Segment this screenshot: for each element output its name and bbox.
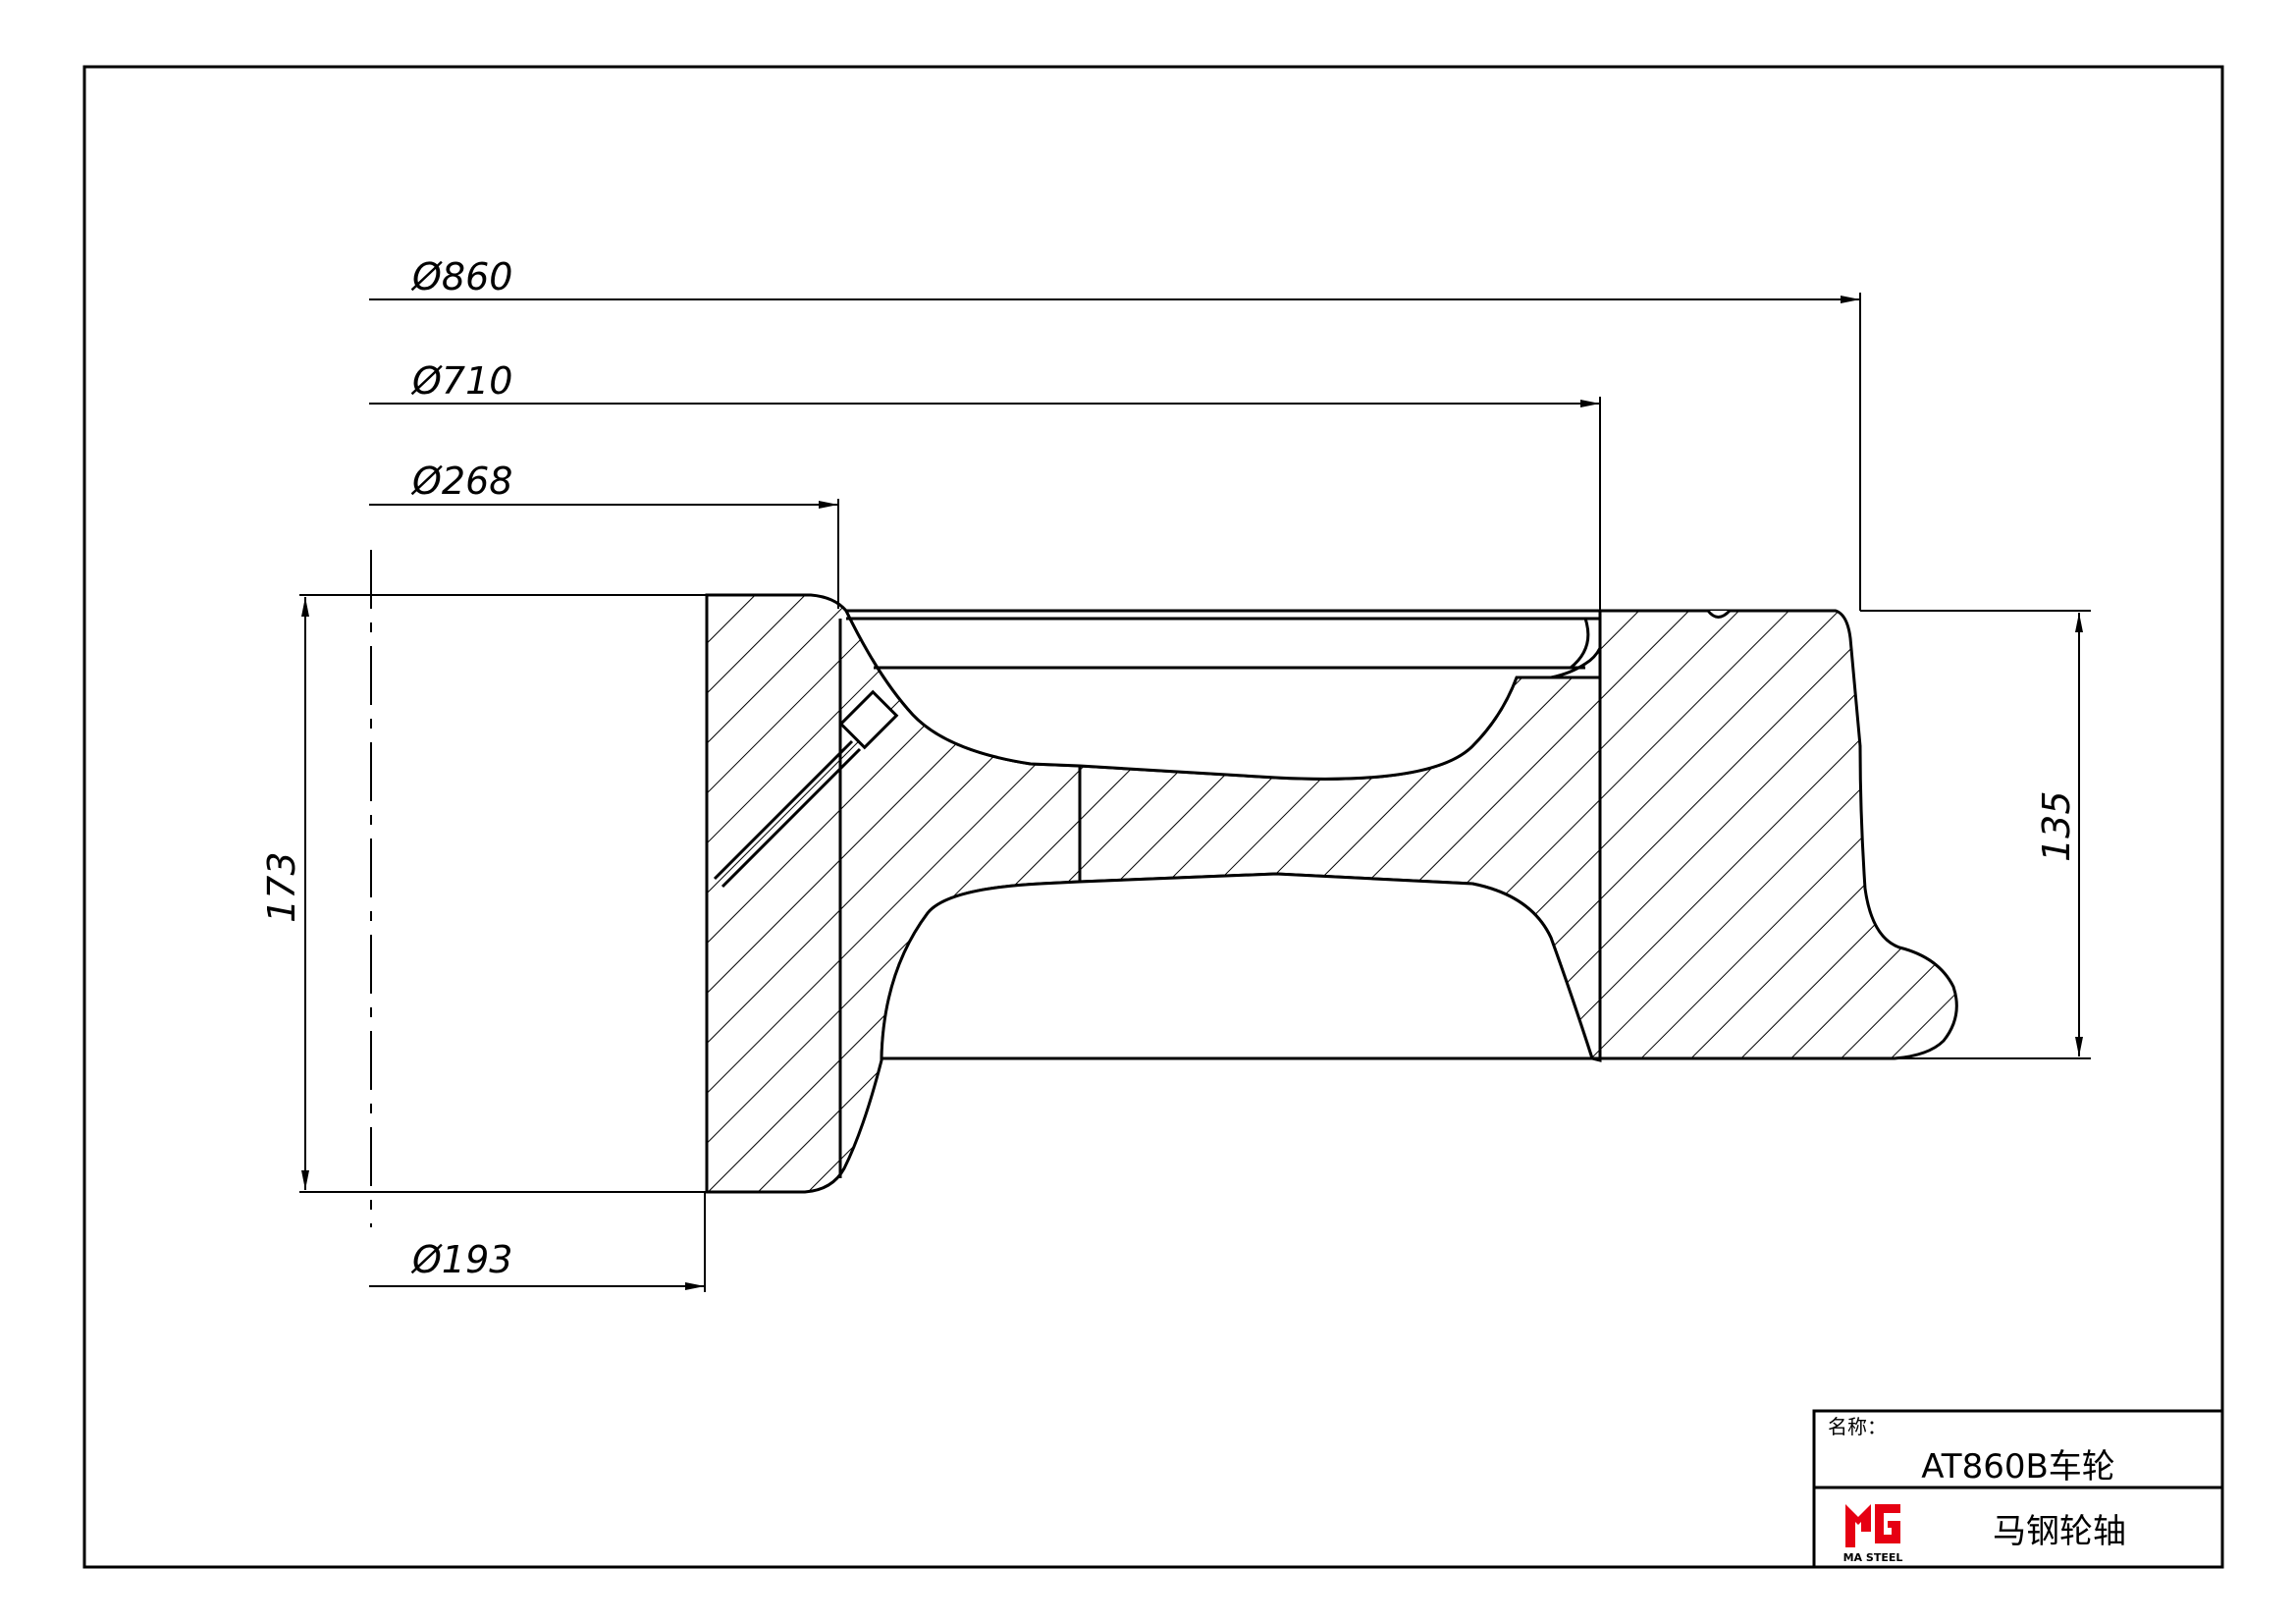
dim-d860: Ø860 xyxy=(410,255,512,298)
extension-lines xyxy=(299,293,2091,1292)
dim-d710: Ø710 xyxy=(410,359,512,403)
dim-h135: 135 xyxy=(2035,790,2078,862)
drawing-border xyxy=(82,65,2224,1569)
ma-steel-logo: MA STEEL xyxy=(1843,1504,1903,1564)
title-block xyxy=(1812,1409,2224,1569)
company-name: 马钢轮轴 xyxy=(1993,1512,2126,1551)
title-name-value: AT860B车轮 xyxy=(1921,1447,2115,1487)
wheel-section xyxy=(705,593,1958,1194)
dimension-lines xyxy=(301,296,2083,1290)
title-name-label: 名称： xyxy=(1828,1415,1887,1438)
upper-groove xyxy=(843,609,1602,781)
dim-d268: Ø268 xyxy=(410,460,512,503)
dim-d193: Ø193 xyxy=(410,1238,512,1281)
dim-h173: 173 xyxy=(260,851,303,923)
oil-plug xyxy=(713,689,899,889)
lower-pocket xyxy=(880,872,1595,1060)
rim-section xyxy=(1598,609,1958,1060)
logo-text: MA STEEL xyxy=(1843,1551,1903,1564)
